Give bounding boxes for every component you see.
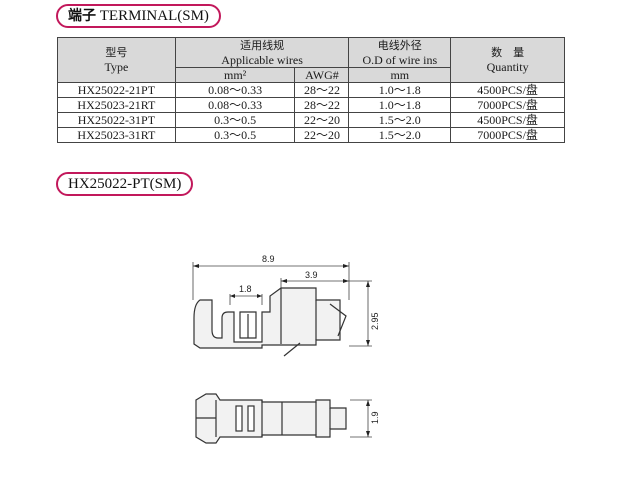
dim-total-length: 8.9 — [262, 254, 275, 264]
cell-type: HX25023-31RT — [57, 127, 176, 143]
section-title-cn: 端子 — [68, 8, 96, 24]
cell-awg: 28～22 — [294, 97, 350, 113]
table-row: HX25022-21PT 0.08～0.33 28～22 1.0～1.8 450… — [57, 82, 565, 98]
header-od-cn: 电线外径 — [377, 38, 422, 52]
dimension-lines — [192, 262, 372, 438]
section-title-terminal: 端子 TERMINAL(SM) — [56, 4, 221, 28]
dimension-arrows — [193, 264, 370, 437]
cell-od: 1.5～2.0 — [348, 112, 452, 128]
section-title-part-text: HX25022-PT(SM) — [68, 176, 182, 192]
header-qty: 数 量 Quantity — [450, 37, 565, 83]
table-row: HX25022-31PT 0.3～0.5 22～20 1.5～2.0 4500P… — [57, 112, 565, 128]
cell-qty: 7000PCS/盘 — [450, 127, 565, 143]
cell-qty: 7000PCS/盘 — [450, 97, 565, 113]
table-row: HX25023-21RT 0.08～0.33 28～22 1.0～1.8 700… — [57, 97, 565, 113]
dim-width: 1.9 — [370, 411, 380, 424]
cell-type: HX25022-21PT — [57, 82, 176, 98]
cell-mm2: 0.3～0.5 — [174, 127, 296, 143]
dim-front-length: 3.9 — [305, 270, 318, 280]
header-od-en: O.D of wire ins — [362, 52, 438, 67]
dim-crimp-width: 1.8 — [239, 284, 252, 294]
cell-mm2: 0.08～0.33 — [174, 82, 296, 98]
cell-awg: 22～20 — [294, 127, 350, 143]
cell-type: HX25022-31PT — [57, 112, 176, 128]
header-wires-cn: 适用线规 — [240, 38, 285, 52]
header-type-en: Type — [104, 60, 129, 74]
header-qty-en: Quantity — [486, 60, 529, 74]
table-row: HX25023-31RT 0.3～0.5 22～20 1.5～2.0 7000P… — [57, 127, 565, 143]
cell-od: 1.0～1.8 — [348, 82, 452, 98]
header-qty-cn: 数 量 — [491, 46, 525, 59]
dim-height: 2.95 — [370, 312, 380, 330]
header-wires: 适用线规 Applicable wires — [174, 37, 350, 68]
cell-qty: 4500PCS/盘 — [450, 112, 565, 128]
cell-mm2: 0.08～0.33 — [174, 97, 296, 113]
terminal-top-view — [195, 393, 347, 444]
header-type-cn: 型号 — [105, 46, 128, 59]
header-wires-en: Applicable wires — [221, 52, 303, 67]
cell-awg: 28～22 — [294, 82, 350, 98]
terminal-spec-table: 型号 Type 适用线规 Applicable wires 电线外径 O.D o… — [57, 37, 565, 143]
cell-mm2: 0.3～0.5 — [174, 112, 296, 128]
header-type: 型号 Type — [57, 37, 176, 83]
header-unit-mm2: mm² — [174, 67, 296, 83]
section-title-en: TERMINAL(SM) — [99, 8, 209, 24]
header-od: 电线外径 O.D of wire ins — [348, 37, 452, 68]
cell-qty: 4500PCS/盘 — [450, 82, 565, 98]
section-title-part: HX25022-PT(SM) — [56, 172, 194, 196]
header-unit-mm: mm — [348, 67, 452, 83]
header-unit-awg: AWG# — [294, 67, 350, 83]
cell-type: HX25023-21RT — [57, 97, 176, 113]
cell-od: 1.5～2.0 — [348, 127, 452, 143]
terminal-side-view — [193, 287, 347, 357]
